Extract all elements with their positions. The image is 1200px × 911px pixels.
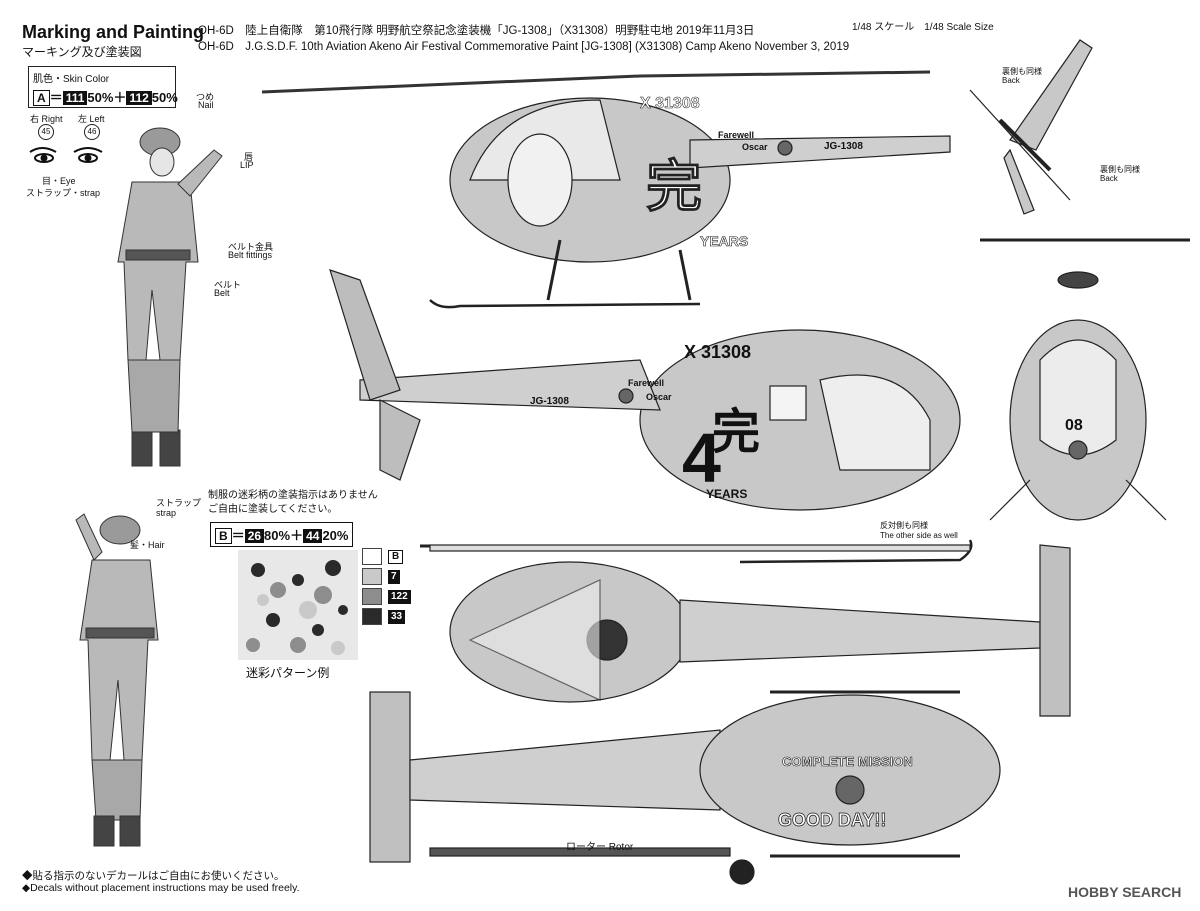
farewell-upper: Farewell — [718, 130, 754, 140]
camo-c1: 26 — [244, 529, 265, 543]
belt-fittings-en: Belt fittings — [228, 250, 273, 260]
other-side-jp: 反対側も同様 — [880, 520, 928, 530]
legend-row-b: B — [362, 548, 411, 565]
back-jp-lower: 裏側も同様 — [1100, 164, 1140, 174]
header-english: OH-6D J.G.S.D.F. 10th Aviation Akeno Air… — [198, 41, 850, 53]
camo-legend: B 7 122 33 — [362, 548, 411, 628]
legend-swatch-122 — [362, 588, 382, 605]
nose-number: 08 — [1065, 417, 1083, 434]
strap2-en: strap — [156, 508, 177, 518]
page-title: Marking and Painting — [22, 22, 205, 42]
watermark: HOBBY SEARCH — [1068, 884, 1182, 900]
camo-p2: 20% — [322, 528, 349, 543]
camo-p1: 80% — [264, 528, 291, 543]
right-label: 右 Right — [30, 114, 63, 124]
legend-tag-122: 122 — [388, 589, 411, 604]
back-en-lower: Back — [1100, 174, 1119, 183]
reg-middle-text: X 31308 — [684, 342, 751, 362]
skin-c2: 112 — [126, 91, 152, 105]
kanji-upper: 完 — [646, 155, 702, 218]
camo-c2: 44 — [303, 529, 323, 543]
oscar-upper: Oscar — [742, 142, 768, 152]
footer-note-en: ◆Decals without placement instructions m… — [22, 882, 300, 894]
jg-middle-text: JG-1308 — [530, 396, 569, 407]
skin-p1: 50% — [87, 90, 114, 105]
eye-label: 目・Eye — [42, 176, 76, 186]
camo-pattern-sample — [238, 550, 358, 660]
lip-en: LIP — [240, 160, 254, 170]
belt-fittings-jp: ベルト金具 — [228, 242, 274, 252]
nail-jp: つめ — [196, 92, 215, 102]
legend-row-7: 7 — [362, 568, 411, 585]
farewell-middle: Farewell — [628, 378, 664, 388]
page-subtitle: マーキング及び塗装図 — [22, 45, 142, 59]
nail-en: Nail — [198, 100, 214, 110]
rotor-label: ローター Rotor — [566, 841, 634, 853]
belt-en: Belt — [214, 288, 230, 298]
heli-bottom-view — [369, 690, 1001, 885]
tail-rotor-upper — [969, 39, 1093, 215]
reg-upper-text: X 31308 — [640, 95, 700, 112]
skin-p2: 50% — [151, 90, 178, 105]
back-en-upper: Back — [1002, 76, 1021, 85]
years-middle: YEARS — [706, 487, 747, 501]
eyes-icon — [29, 147, 103, 163]
strap-label: ストラップ・strap — [26, 188, 101, 198]
heli-top-view — [429, 544, 1071, 717]
camo-plus: ＋ — [290, 528, 304, 543]
legend-swatch-b — [362, 548, 382, 565]
scale-note: 1/48 スケール 1/48 Scale Size — [852, 22, 994, 33]
four-middle: 4 — [682, 419, 721, 497]
legend-tag-b: B — [388, 549, 404, 564]
heli-side-upper — [261, 70, 951, 309]
jg-upper-text: JG-1308 — [824, 141, 863, 152]
legend-tag-7: 7 — [388, 569, 400, 584]
skin-color-label: 肌色・Skin Color — [33, 74, 110, 85]
legend-swatch-7 — [362, 568, 382, 585]
skin-plus: ＋ — [113, 90, 127, 105]
footer-note-jp: ◆貼る指示のないデカールはご自由にお使いください。 — [22, 870, 285, 882]
camo-pattern-caption: 迷彩パターン例 — [246, 666, 330, 680]
callout-46: 46 — [84, 124, 100, 140]
oscar-middle: Oscar — [646, 392, 672, 402]
legend-tag-33: 33 — [388, 609, 406, 624]
kanji-middle: 完 — [712, 406, 760, 459]
legend-row-122: 122 — [362, 588, 411, 605]
heli-side-middle — [329, 269, 973, 564]
soldier-back-figure — [75, 513, 159, 847]
left-label: 左 Left — [78, 114, 105, 124]
legend-swatch-33 — [362, 608, 382, 625]
header-japanese: OH-6D 陸上自衛隊 第10飛行隊 明野航空祭記念塗装機「JG-1308」（X… — [198, 25, 755, 37]
heli-front-view — [980, 238, 1190, 521]
strap2-jp: ストラップ — [156, 498, 202, 508]
skin-a-tag: A — [33, 90, 50, 106]
complete-mission-text: COMPLETE MISSION — [782, 754, 913, 769]
soldier-front-figure — [117, 127, 223, 467]
skin-c1: 111 — [62, 91, 88, 105]
lip-jp: 唇 — [244, 152, 254, 162]
callout-45: 45 — [38, 124, 54, 140]
other-side-en: The other side as well — [880, 531, 958, 540]
years-upper: YEARS — [700, 233, 748, 249]
hair-label: 髪・Hair — [130, 540, 165, 550]
back-jp-upper: 裏側も同様 — [1002, 66, 1042, 76]
camo-note: 制服の迷彩柄の塗装指示はありません — [208, 490, 378, 501]
camo-b-tag: B — [215, 528, 232, 544]
good-day-text: GOOD DAY!! — [778, 810, 886, 830]
legend-row-33: 33 — [362, 608, 411, 625]
camo-note-2: ご自由に塗装してください。 — [208, 504, 338, 515]
belt-jp: ベルト — [214, 280, 242, 290]
